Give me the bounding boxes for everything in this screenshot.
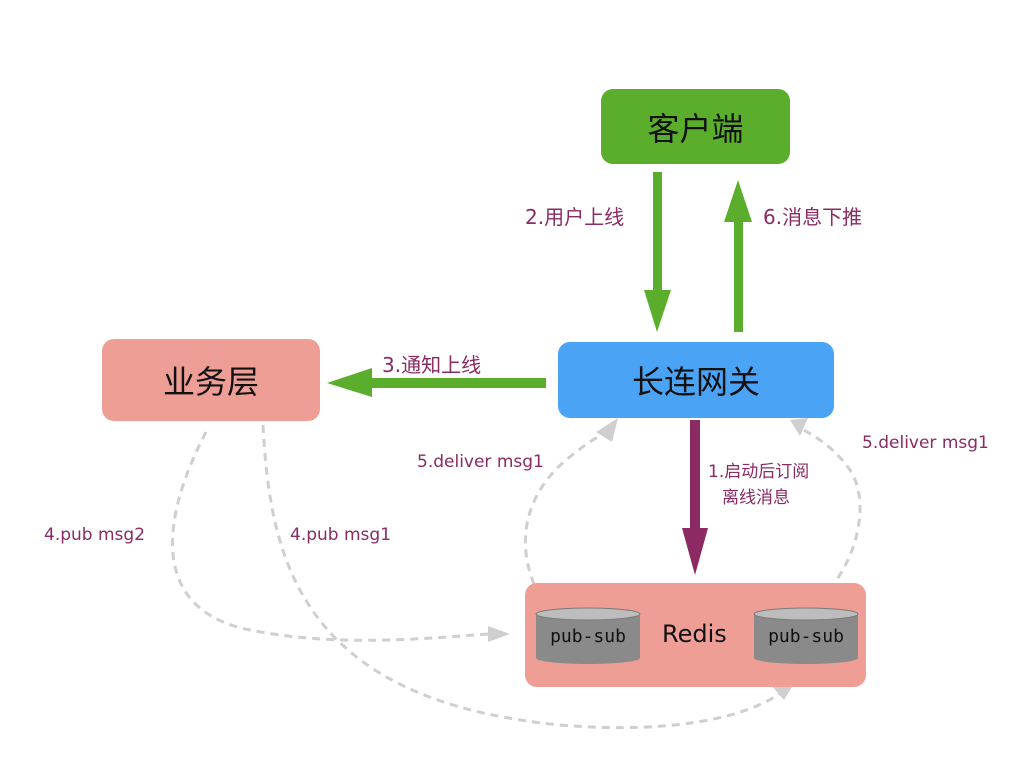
pubsub-left-label: pub-sub [550,626,626,647]
business-label: 业务层 [162,363,259,401]
arrow-notify-online [327,368,546,397]
label-subscribe-line1: 1.启动后订阅 [708,462,810,482]
pubsub-right-cylinder [753,607,859,664]
dashed-pub-msg2 [170,431,503,642]
dashed-deliver-right [799,426,862,602]
pubsub-left-cylinder [535,607,641,664]
dashed-deliver-left [524,428,613,598]
label-pub-msg1: 4.pub msg1 [290,525,392,545]
gateway-label: 长连网关 [631,363,760,401]
label-deliver-left: 5.deliver msg1 [417,452,544,472]
client-node: 客户端 [601,89,790,164]
label-user-online: 2.用户上线 [525,205,625,229]
redis-label: Redis [662,620,727,648]
gateway-node: 长连网关 [558,342,834,418]
arrow-subscribe-offline [682,420,708,575]
label-pub-msg2: 4.pub msg2 [44,525,146,545]
arrow-user-online [644,172,671,332]
client-label: 客户端 [647,109,744,148]
label-deliver-right: 5.deliver msg1 [862,433,989,453]
dashed-pub-msg1 [261,424,792,730]
pubsub-right-label: pub-sub [768,626,844,647]
arrow-message-push [724,180,752,332]
label-message-push: 6.消息下推 [763,205,863,229]
label-notify-online: 3.通知上线 [382,353,482,377]
label-subscribe-line2: 离线消息 [722,488,790,508]
business-node: 业务层 [102,339,320,421]
